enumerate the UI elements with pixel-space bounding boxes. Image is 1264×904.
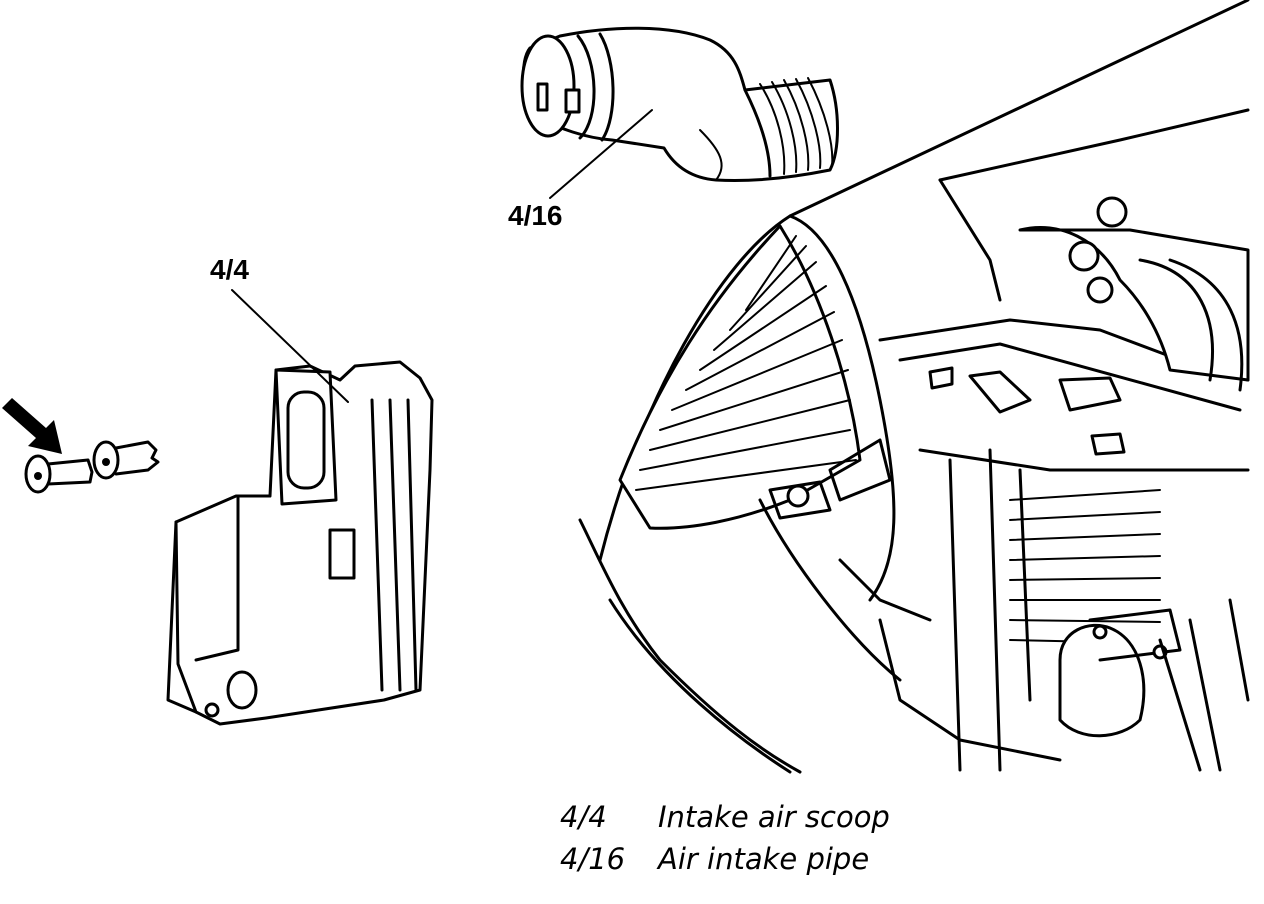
legend-code: 4/4 — [560, 800, 607, 834]
scoop-leader-line — [231, 289, 349, 403]
pipe-leader-line — [549, 109, 653, 199]
fastener-clip-illustration — [92, 440, 160, 480]
intake-air-scoop-illustration — [166, 360, 434, 726]
parts-legend: 4/4 Intake air scoop 4/16 Air intake pip… — [560, 796, 890, 880]
air-intake-pipe-illustration — [520, 26, 839, 183]
direction-arrow — [2, 398, 62, 454]
vehicle-front-end-illustration — [578, 0, 1250, 774]
legend-row: 4/4 Intake air scoop — [560, 796, 890, 838]
fastener-screw-illustration — [24, 454, 94, 494]
legend-description: Air intake pipe — [658, 842, 870, 876]
legend-description: Intake air scoop — [658, 800, 890, 834]
callout-intake-air-scoop: 4/4 — [210, 254, 249, 285]
callout-air-intake-pipe: 4/16 — [508, 200, 563, 231]
legend-row: 4/16 Air intake pipe — [560, 838, 890, 880]
legend-code: 4/16 — [560, 842, 626, 876]
